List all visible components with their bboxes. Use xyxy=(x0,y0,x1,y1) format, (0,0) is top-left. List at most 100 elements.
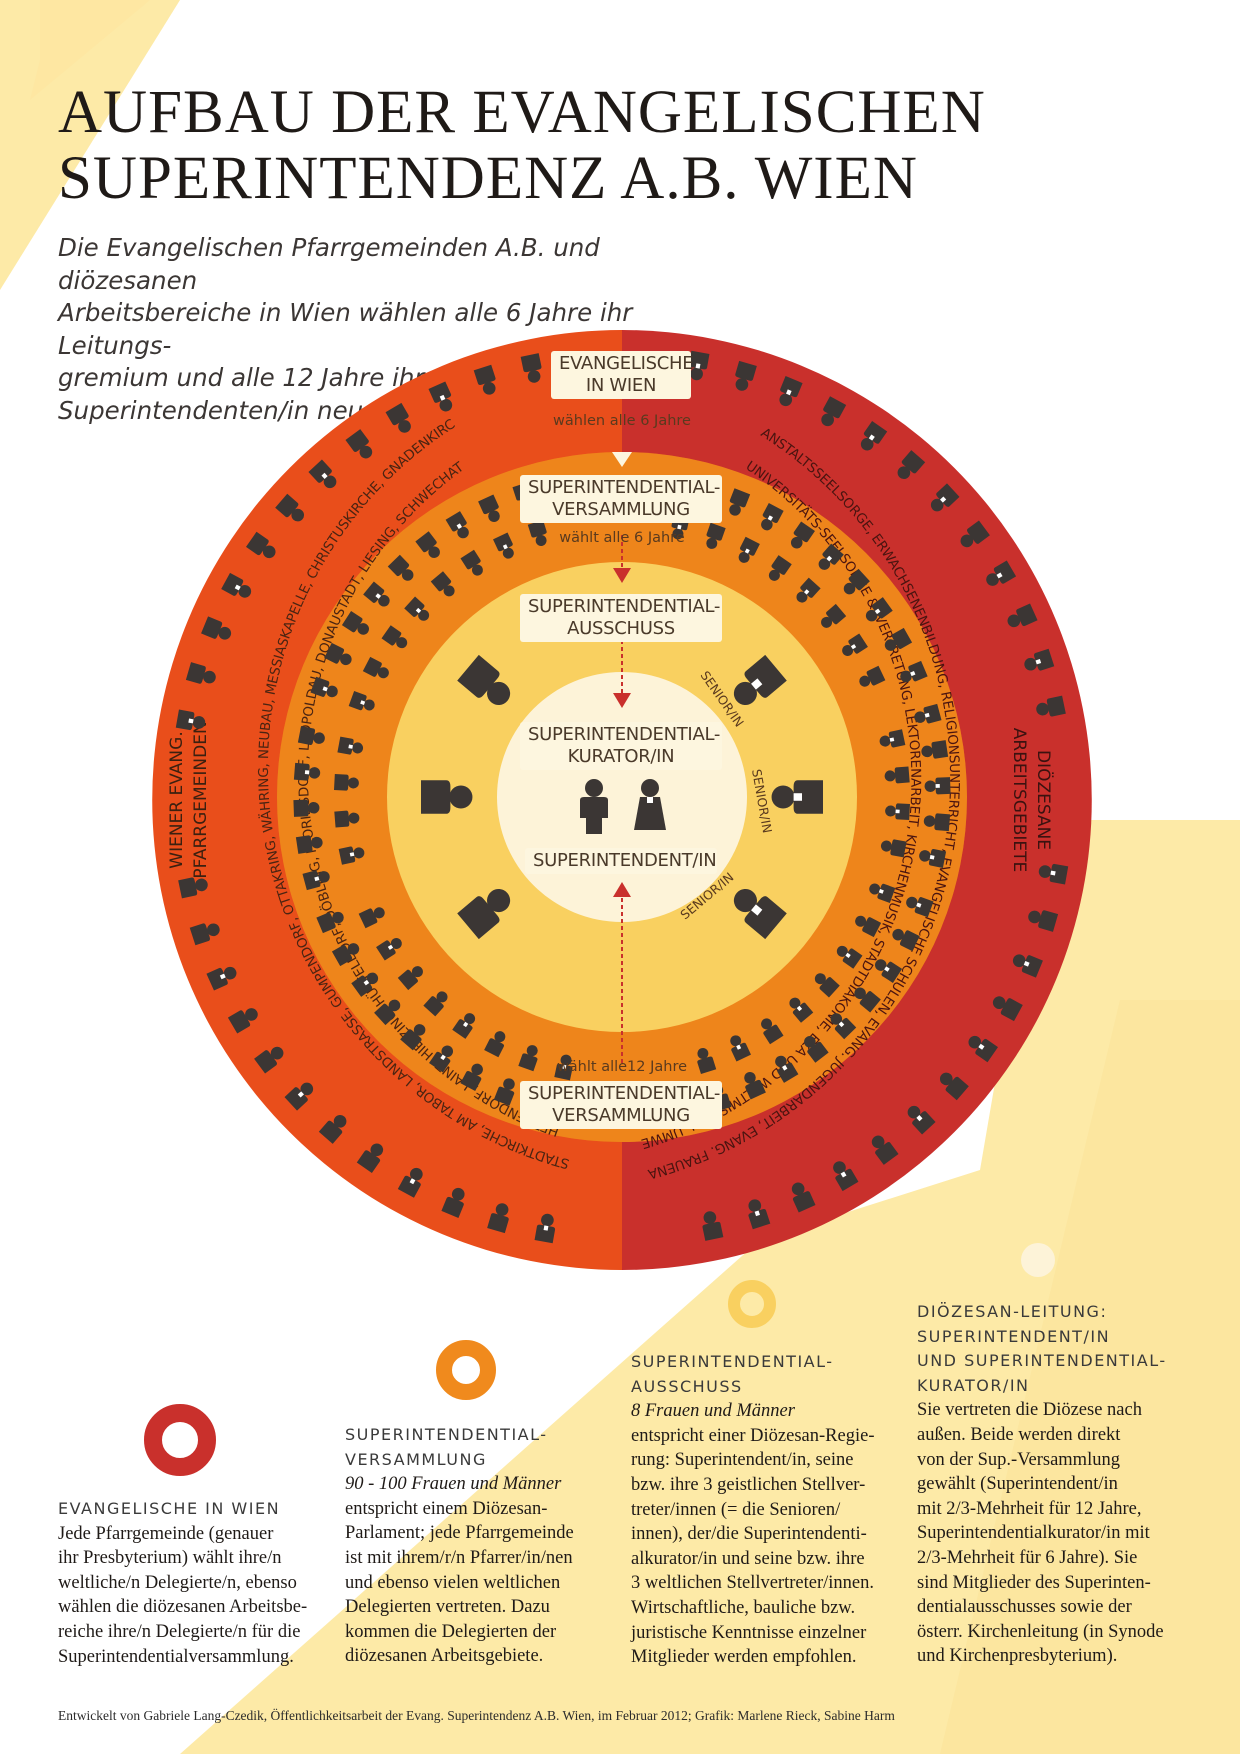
person-icon xyxy=(1007,603,1038,628)
person-icon xyxy=(428,381,453,412)
page-subtitle: Die Evangelischen Pfarrgemeinden A.B. un… xyxy=(58,232,718,427)
person-icon xyxy=(351,972,379,997)
person-icon xyxy=(833,1161,859,1192)
legend-col1-line: wählen die diözesanen Arbeitsbe- xyxy=(58,1597,308,1618)
legend-col3-heading-1: SUPERINTENDENTIAL- xyxy=(631,1352,834,1371)
person-icon xyxy=(871,1135,899,1165)
superintendent-label: SUPERINTENDENT/IN xyxy=(525,848,717,874)
person-icon xyxy=(400,1024,426,1051)
person-icon xyxy=(302,870,330,891)
person-icon xyxy=(821,603,847,628)
person-icon xyxy=(859,665,886,687)
legend-col2-heading-1: SUPERINTENDENTIAL- xyxy=(345,1425,548,1444)
legend-col2-line: diözesanen Arbeitsgebiete. xyxy=(345,1646,544,1667)
person-icon xyxy=(730,1035,751,1062)
legend-col4-line: mit 2/3-Mehrheit für 12 Jahre, xyxy=(917,1498,1142,1519)
person-icon xyxy=(318,1114,347,1144)
person-icon xyxy=(960,520,990,548)
person-icon xyxy=(748,1199,771,1230)
waehlt-alle-12-jahre: wählt alle12 Jahre xyxy=(556,1059,688,1075)
person-icon xyxy=(761,502,784,531)
person-icon xyxy=(374,999,401,1026)
people-figures xyxy=(175,350,1069,1244)
person-icon xyxy=(362,656,389,679)
person-icon xyxy=(855,915,882,938)
legend-col4-line: und Kirchenpresbyterium). xyxy=(917,1646,1118,1667)
arrowhead-top-white xyxy=(612,452,632,467)
legend-col-ausschuss: SUPERINTENDENTIAL- AUSSCHUSS 8 Frauen un… xyxy=(631,1350,916,1670)
person-icon xyxy=(293,762,321,781)
person-icon xyxy=(869,883,896,904)
kurator-line2: KURATOR/IN xyxy=(567,746,675,767)
legend-col4-heading-2: SUPERINTENDENT/IN xyxy=(917,1326,1111,1346)
legend-col4-line: Sie vertreten die Diözese nach xyxy=(917,1400,1142,1421)
legend-col4-heading-4: KURATOR/IN xyxy=(917,1375,1030,1395)
person-icon xyxy=(385,402,411,433)
person-icon xyxy=(775,1055,799,1083)
legend-col2-heading-2: VERSAMMLUNG xyxy=(345,1449,487,1469)
person-icon xyxy=(791,1182,816,1213)
person-icon xyxy=(341,611,370,635)
subtitle-line-3: gremium und alle 12 Jahre ihre/n xyxy=(58,363,464,392)
person-icon xyxy=(796,577,821,603)
person-icon xyxy=(356,1143,384,1173)
legend-col4-line: österr. Kirchenleitung (in Synode xyxy=(917,1621,1164,1642)
person-icon xyxy=(779,376,803,407)
person-icon xyxy=(415,531,440,558)
legend-col3-line: Mitglieder werden empfohlen. xyxy=(631,1647,857,1668)
person-icon xyxy=(771,780,823,814)
person-icon xyxy=(429,1045,454,1073)
person-icon xyxy=(880,839,907,858)
person-icon xyxy=(457,889,511,940)
subtitle-line-4: Superintendenten/in neu. xyxy=(58,395,371,425)
person-icon xyxy=(333,773,359,791)
evangelische-in-wien-label: EVANGELISCHE IN WIEN xyxy=(551,351,694,399)
person-icon xyxy=(397,1167,423,1198)
person-icon xyxy=(421,780,473,814)
person-icon xyxy=(324,642,352,666)
person-icon xyxy=(735,360,757,391)
arrowhead-1 xyxy=(613,568,631,583)
person-icon xyxy=(738,536,760,563)
person-icon xyxy=(338,846,365,865)
legend-col2-line: entspricht einem Diözesan- xyxy=(345,1498,548,1519)
versammlung-bottom-line2: VERSAMMLUNG xyxy=(552,1105,690,1126)
legend-col2-line: ist mit ihrem/r/n Pfarrer/in/nen xyxy=(345,1547,573,1568)
legend-col4-heading-3: UND SUPERINTENDENTIAL- xyxy=(917,1351,1167,1371)
person-icon xyxy=(185,662,216,684)
legend-col1-line: Superintendentialversammlung. xyxy=(58,1646,294,1667)
waehlen-alle-6-jahre: wählen alle 6 Jahre xyxy=(553,413,691,429)
person-icon xyxy=(761,1018,784,1045)
right-side-label-line2: ARBEITSGEBIETE xyxy=(1009,728,1029,873)
person-icon xyxy=(804,1036,829,1063)
person-icon xyxy=(919,849,947,868)
person-icon xyxy=(930,483,960,512)
person-icon xyxy=(836,945,863,969)
person-icon xyxy=(706,522,726,549)
person-icon xyxy=(1038,863,1069,885)
person-icon xyxy=(254,1046,284,1074)
person-icon xyxy=(473,364,496,395)
person-icon xyxy=(387,554,414,581)
waehlt-alle-6-jahre: wählt alle 6 Jahre xyxy=(559,530,685,546)
superintendent-figure-icon xyxy=(634,779,666,830)
legend-col2-line: Delegierten vertreten. Dazu xyxy=(345,1597,550,1618)
left-side-arrow xyxy=(266,782,275,812)
person-icon xyxy=(821,396,847,427)
person-icon xyxy=(733,889,787,940)
person-icon xyxy=(921,740,949,759)
person-icon xyxy=(484,1031,506,1058)
person-icon xyxy=(914,703,942,724)
person-icon xyxy=(527,519,547,546)
legend-col3-heading-2: AUSSCHUSS xyxy=(631,1376,743,1396)
person-icon xyxy=(345,429,373,459)
kurator-label: SUPERINTENDENTIAL- KURATOR/IN xyxy=(520,722,722,770)
legend-col2-line: und ebenso vielen weltlichen xyxy=(345,1572,561,1593)
legend-col4-line: dentialausschusses sowie der xyxy=(917,1597,1132,1618)
person-icon xyxy=(697,1048,717,1075)
subtitle-line-1: Die Evangelischen Pfarrgemeinden A.B. un… xyxy=(58,233,600,295)
person-icon xyxy=(1024,648,1055,671)
person-icon xyxy=(884,627,913,651)
person-icon xyxy=(907,1105,936,1135)
person-icon xyxy=(334,810,360,828)
